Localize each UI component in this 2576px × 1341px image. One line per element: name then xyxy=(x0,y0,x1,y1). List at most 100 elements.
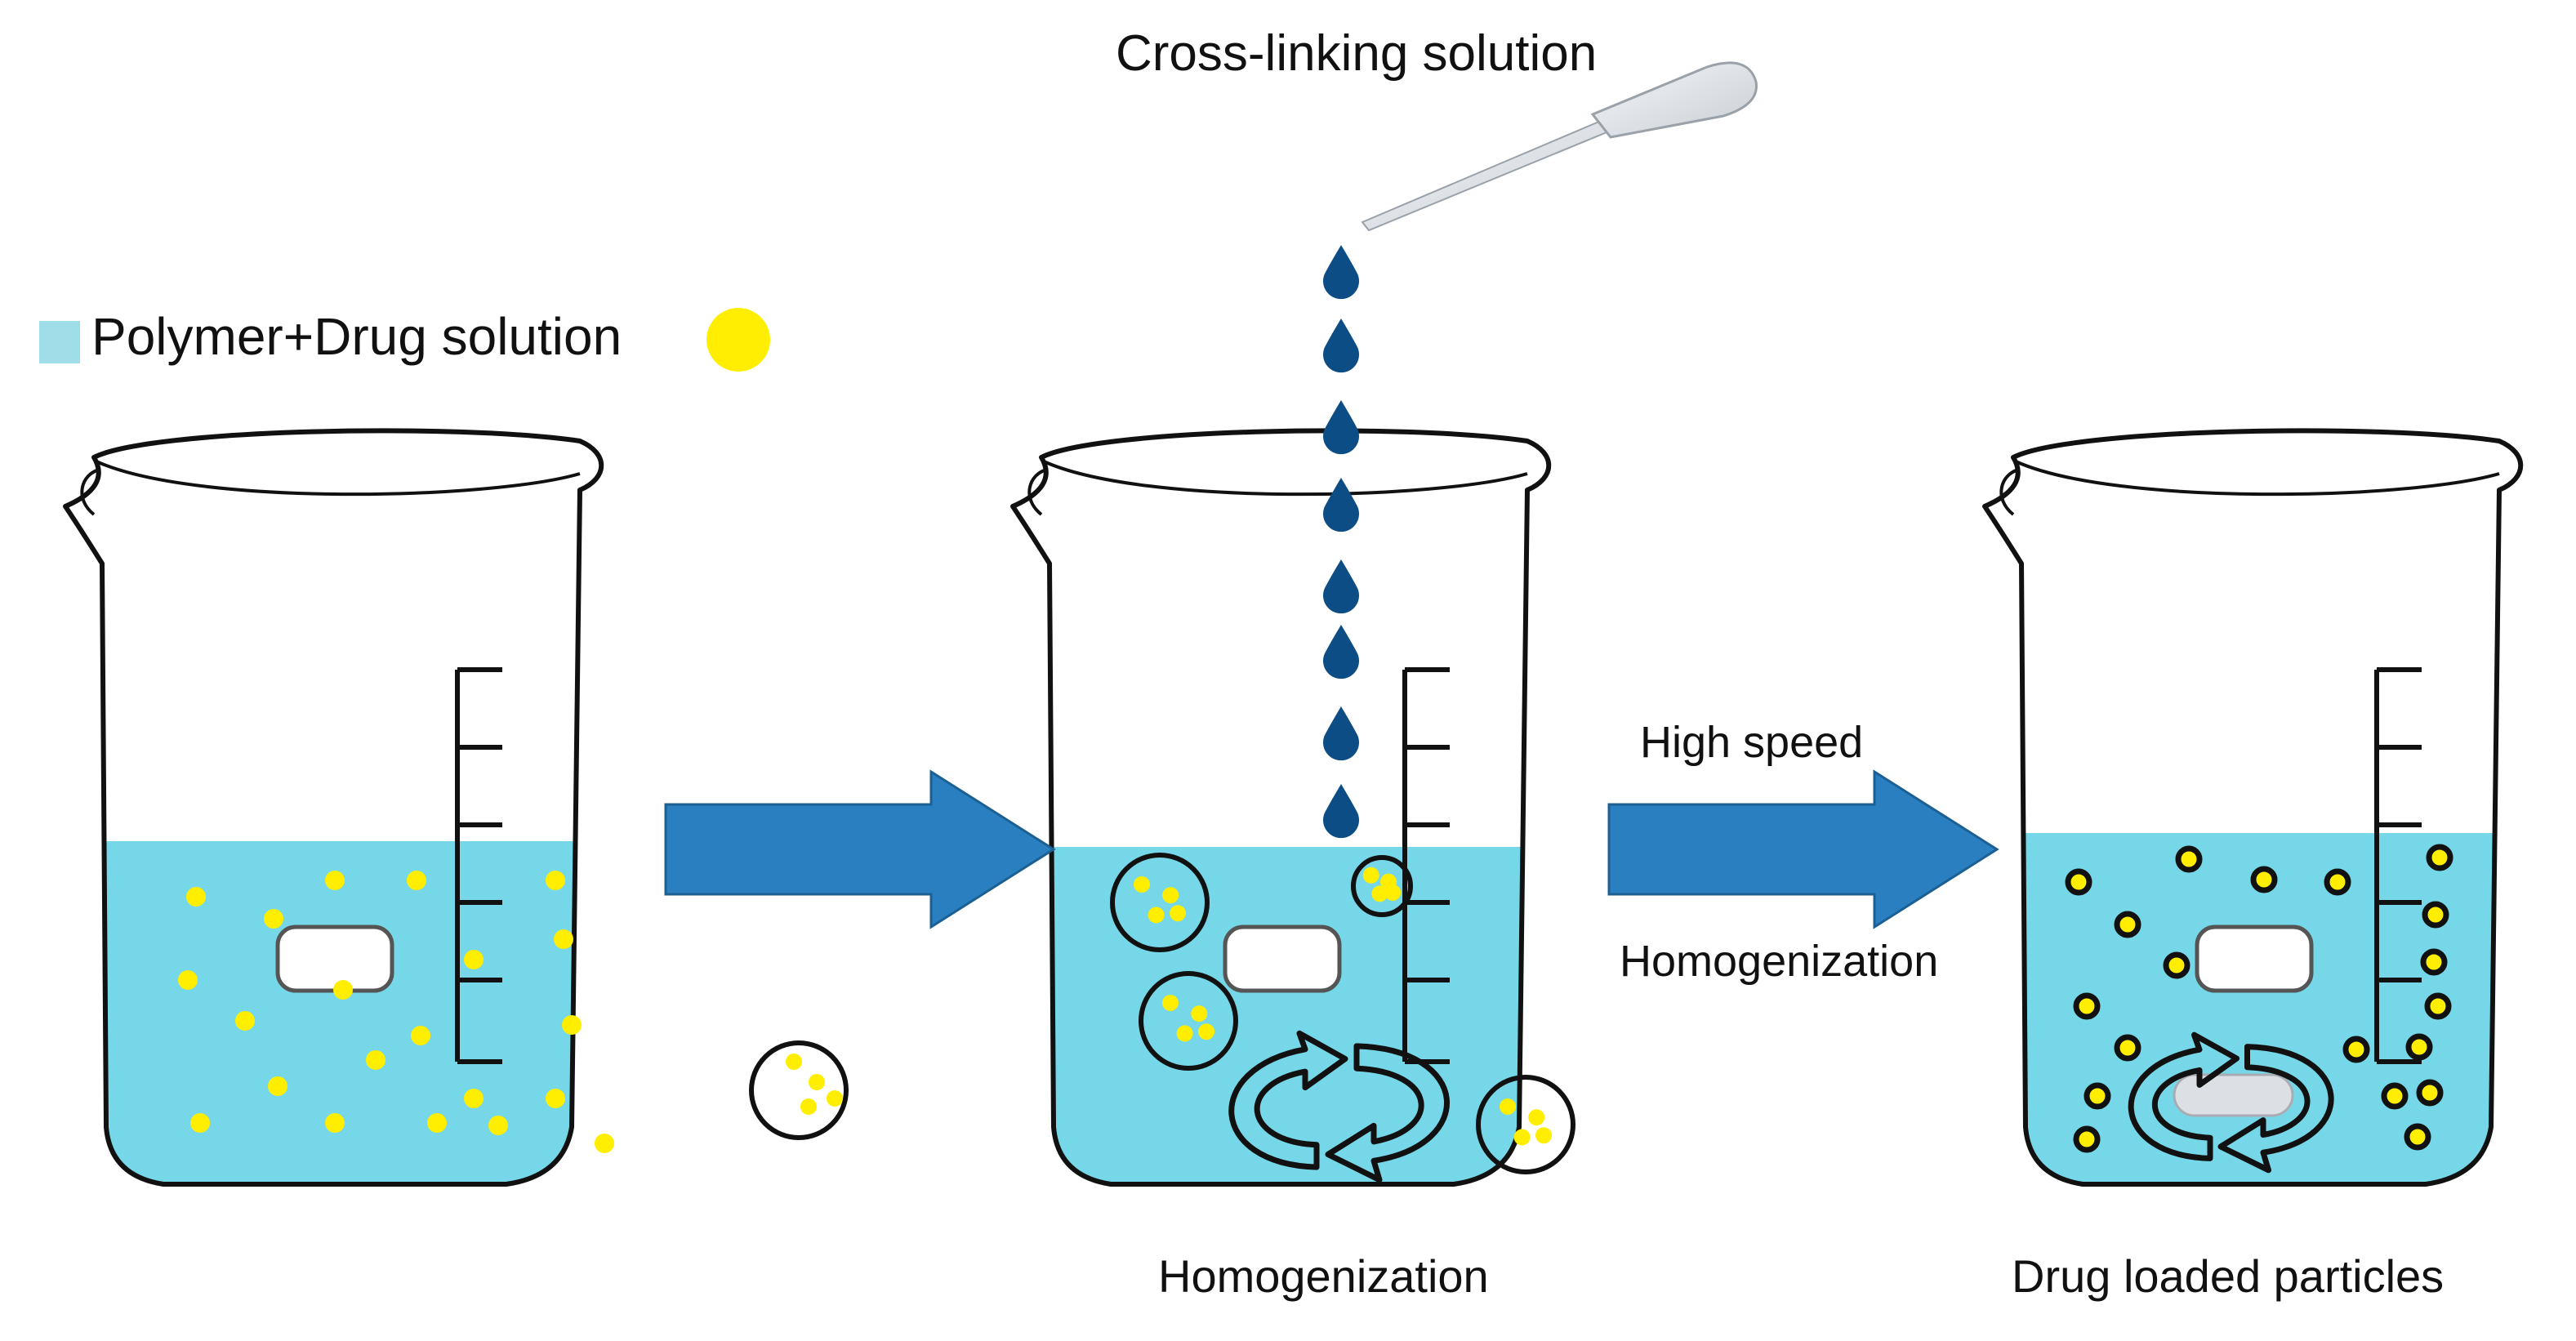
drug-loaded-particle xyxy=(2175,845,2203,873)
drug-loaded-particle xyxy=(2163,951,2190,979)
drug-particle xyxy=(1535,1127,1553,1144)
drug-particle xyxy=(333,980,353,1000)
drug-particle xyxy=(1384,884,1402,901)
beaker-spout xyxy=(1999,468,2020,516)
drug-loaded-particle xyxy=(2381,1082,2409,1110)
high-speed-label: High speed xyxy=(1640,718,1864,767)
drug-loaded-particle xyxy=(2114,1034,2141,1062)
drug-loaded-particle xyxy=(2250,866,2278,893)
pipette-icon xyxy=(1361,61,1758,232)
drug-particle xyxy=(366,1050,386,1070)
beaker-label-window xyxy=(1223,924,1342,993)
droplet-icon xyxy=(1323,478,1359,532)
drug-particle xyxy=(1371,885,1388,902)
beaker-spout xyxy=(1027,468,1048,516)
drug-loaded-particle xyxy=(2424,992,2452,1020)
beaker-label-window xyxy=(2195,924,2314,993)
rotation-arrow-right xyxy=(1325,1043,1450,1183)
drug-particle xyxy=(1528,1109,1545,1126)
droplet-icon xyxy=(1323,319,1359,373)
drug-particle xyxy=(1513,1129,1531,1146)
drug-loaded-particle xyxy=(2416,1079,2444,1107)
beaker-drug-loaded xyxy=(1982,428,2524,1187)
drug-particle xyxy=(190,1113,210,1133)
droplet-icon xyxy=(1323,400,1359,455)
process-arrow-1 xyxy=(664,769,1056,929)
legend-label: Polymer+Drug solution xyxy=(91,307,622,366)
rotation-arrow-left xyxy=(1228,1030,1348,1170)
polymer-droplet xyxy=(1139,971,1238,1071)
drug-particle xyxy=(546,871,565,890)
drug-loaded-particle xyxy=(2420,948,2448,976)
drug-particle xyxy=(264,909,283,929)
beakers-layer xyxy=(63,428,2524,1187)
legend-solution-swatch xyxy=(39,321,80,363)
drug-particle xyxy=(562,1015,582,1035)
beaker-icon xyxy=(63,428,604,1187)
rotation-arrow-left xyxy=(2128,1031,2240,1161)
drug-particle xyxy=(325,871,345,890)
drug-particle xyxy=(786,1054,802,1070)
drug-particle xyxy=(1170,905,1187,922)
beaker-label-window xyxy=(275,924,394,993)
polymer-droplet xyxy=(749,1040,849,1140)
drug-particle xyxy=(1148,907,1165,924)
legend-drug-dot xyxy=(706,308,770,372)
drug-particle xyxy=(827,1090,843,1107)
magnetic-stir-bar-icon xyxy=(2173,1073,2294,1117)
drug-particle xyxy=(235,1011,255,1031)
drug-particle xyxy=(186,887,206,907)
drug-particle xyxy=(411,1026,430,1045)
drug-loaded-particle xyxy=(2065,868,2092,896)
beaker-polymer-drug xyxy=(63,428,614,1187)
drug-particle xyxy=(325,1113,345,1133)
drug-particle xyxy=(546,1089,565,1108)
drug-particle xyxy=(464,1089,484,1108)
drug-loaded-particle xyxy=(2426,844,2453,871)
droplet-outline xyxy=(1110,853,1210,952)
rotation-arrow-right xyxy=(2217,1044,2334,1174)
beaker-icon xyxy=(1982,428,2524,1187)
drug-particle xyxy=(1162,887,1179,904)
drug-particle xyxy=(1499,1098,1516,1115)
polymer-droplet xyxy=(1351,855,1413,917)
drug-loaded-particle xyxy=(2405,1033,2433,1061)
drug-particle xyxy=(178,970,198,990)
droplet-icon xyxy=(1323,706,1359,761)
droplet-outline xyxy=(749,1040,849,1140)
droplet-outline xyxy=(1476,1075,1575,1174)
extras-layer xyxy=(1323,61,1758,839)
drug-loaded-particle xyxy=(2073,992,2101,1020)
cross-linking-label: Cross-linking solution xyxy=(1116,25,1598,82)
drug-particle xyxy=(1198,1023,1215,1040)
beaker-homogenization xyxy=(1010,428,1575,1187)
pipette-bulb xyxy=(1590,61,1758,139)
rotation-arrows-icon xyxy=(1228,1030,1450,1183)
droplet-icon xyxy=(1323,559,1359,614)
beaker-rim xyxy=(96,460,581,497)
drug-particle xyxy=(595,1134,614,1153)
drug-particle xyxy=(554,929,573,949)
drug-particle xyxy=(488,1116,508,1135)
drug-loaded-particle xyxy=(2342,1036,2370,1063)
drug-loaded-caption: Drug loaded particles xyxy=(2012,1250,2445,1302)
droplet-icon xyxy=(1323,625,1359,679)
drug-particle xyxy=(1362,867,1379,884)
drug-particle xyxy=(1176,1025,1193,1042)
rotation-arrows-icon xyxy=(2128,1031,2334,1174)
pipette-stem xyxy=(1361,119,1612,232)
drug-loaded-particle xyxy=(2084,1082,2111,1110)
droplet-outline xyxy=(1351,855,1413,917)
beaker-rim xyxy=(2015,460,2500,497)
drug-loaded-particle xyxy=(2114,911,2141,938)
drug-particle xyxy=(427,1113,447,1133)
drug-particle xyxy=(1161,994,1179,1011)
droplet-icon xyxy=(1323,245,1359,300)
drug-particle xyxy=(464,950,484,969)
solution-fill xyxy=(1052,847,1523,1184)
drug-particle xyxy=(1191,1005,1208,1022)
drug-particle xyxy=(407,871,426,890)
homogenization-caption: Homogenization xyxy=(1158,1250,1489,1302)
drug-particle xyxy=(268,1076,287,1096)
